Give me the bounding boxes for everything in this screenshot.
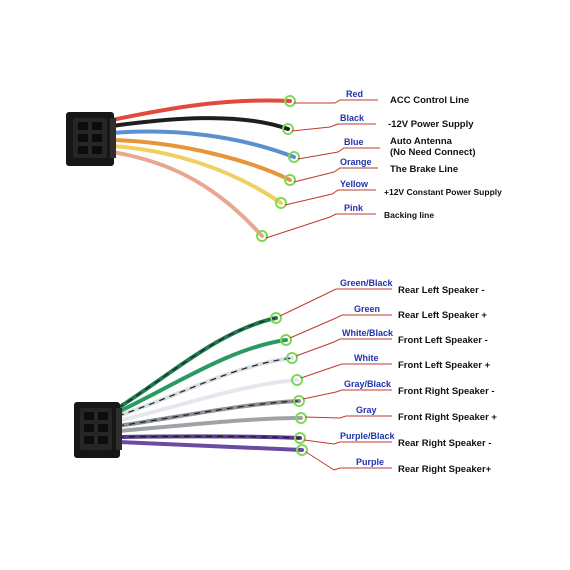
wire-pink (110, 150, 264, 238)
desc-brake: The Brake Line (390, 164, 458, 175)
leader-line (297, 147, 380, 160)
leader-line (279, 288, 392, 317)
desc-12v-constant: +12V Constant Power Supply (384, 187, 502, 197)
bottom-connector (74, 402, 122, 458)
label-purple-black: Purple/Black (340, 431, 396, 441)
label-white: White (354, 353, 379, 363)
wire-green (116, 338, 288, 414)
wire-stripe (117, 357, 293, 417)
top-wires (110, 98, 296, 238)
leader-line (293, 167, 378, 183)
desc-antenna: Auto Antenna (390, 136, 453, 147)
bottom-wires (116, 316, 304, 452)
leader-line (294, 99, 378, 104)
top-harness: Red Black Blue Orange Yellow Pink ACC Co… (66, 89, 502, 242)
label-black: Black (340, 113, 365, 123)
desc-antenna-note: (No Need Connect) (390, 147, 476, 158)
desc-backing: Backing line (384, 210, 434, 220)
desc-rear-left-neg: Rear Left Speaker - (398, 285, 485, 296)
wire-green-black (116, 316, 278, 410)
wire-end-marker (295, 412, 307, 424)
leader-line (305, 451, 392, 471)
wire-end-marker (284, 95, 296, 107)
wire-red (110, 98, 292, 122)
label-red: Red (346, 89, 363, 99)
top-wire-ends (256, 95, 300, 242)
wire-end-marker (256, 230, 268, 242)
top-leaders (265, 99, 380, 239)
wire-white (116, 378, 299, 423)
wire-stripe (117, 435, 301, 439)
wire-purple (116, 440, 304, 452)
wire-end-marker (282, 123, 294, 135)
wire-end-marker (284, 174, 296, 186)
label-pink: Pink (344, 203, 364, 213)
label-gray-black: Gray/Black (344, 379, 392, 389)
desc-front-right-neg: Front Right Speaker - (398, 386, 495, 397)
bottom-leaders (279, 288, 392, 471)
label-white-black: White/Black (342, 328, 394, 338)
label-green: Green (354, 304, 380, 314)
wire-end-marker (275, 197, 287, 209)
wire-end-marker (296, 444, 308, 456)
top-connector (66, 112, 116, 166)
leader-line (265, 213, 376, 239)
wire-end-marker (294, 432, 306, 444)
leader-line (303, 439, 392, 445)
desc-front-right-pos: Front Right Speaker + (398, 412, 497, 423)
wire-end-marker (270, 312, 282, 324)
leader-line (291, 123, 376, 132)
wire-end-marker (288, 151, 300, 163)
label-green-black: Green/Black (340, 278, 394, 288)
leader-line (289, 314, 392, 339)
bottom-harness: Green/Black Green White/Black White Gray… (74, 278, 497, 475)
label-gray: Gray (356, 405, 377, 415)
leader-line (302, 389, 392, 400)
desc-front-left-neg: Front Left Speaker - (398, 335, 488, 346)
wire-stripe (117, 400, 300, 427)
wire-orange (110, 138, 292, 182)
bottom-wire-ends (270, 312, 308, 456)
label-purple: Purple (356, 457, 384, 467)
desc-rear-right-neg: Rear Right Speaker - (398, 438, 491, 449)
wire-yellow (110, 144, 283, 205)
desc-rear-left-pos: Rear Left Speaker + (398, 310, 487, 321)
wire-end-marker (293, 395, 305, 407)
label-orange: Orange (340, 157, 372, 167)
leader-line (300, 363, 392, 379)
leader-line (295, 338, 392, 357)
wire-gray (116, 416, 303, 433)
desc-rear-right-pos: Rear Right Speaker+ (398, 464, 492, 475)
desc-neg12v: -12V Power Supply (388, 119, 474, 130)
leader-line (284, 189, 376, 206)
leader-line (304, 415, 392, 419)
wire-end-marker (286, 352, 298, 364)
desc-front-left-pos: Front Left Speaker + (398, 360, 491, 371)
label-yellow: Yellow (340, 179, 369, 189)
wire-stripe (117, 317, 277, 409)
desc-acc: ACC Control Line (390, 95, 469, 106)
wire-end-marker (291, 374, 303, 386)
label-blue: Blue (344, 137, 364, 147)
wire-blue (110, 129, 296, 159)
wire-end-marker (280, 334, 292, 346)
wire-black (110, 116, 290, 131)
